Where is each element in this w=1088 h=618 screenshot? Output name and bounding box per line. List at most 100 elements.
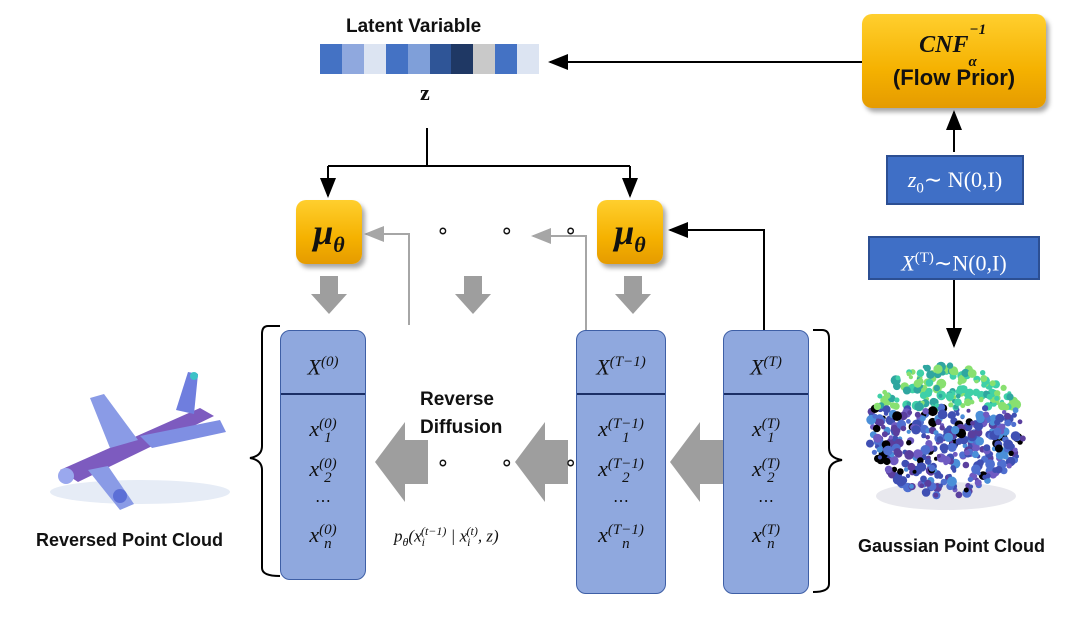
latent-cell xyxy=(429,44,452,74)
cloud-point xyxy=(957,380,963,386)
row-x: x xyxy=(309,456,320,481)
latent-cell xyxy=(451,44,474,74)
cloud-point xyxy=(927,406,938,417)
xT-dist: ∼N(0,I) xyxy=(933,250,1007,276)
cloud-point xyxy=(920,445,931,455)
cloud-point xyxy=(967,476,974,483)
cloud-point xyxy=(919,483,925,489)
col-row-2: x(T)2 xyxy=(724,449,808,489)
row-x: x xyxy=(309,416,320,441)
cloud-point xyxy=(922,408,929,415)
f-t: (t) xyxy=(466,524,478,538)
cloud-point xyxy=(913,449,923,459)
cloud-point xyxy=(923,364,931,372)
cloud-point xyxy=(925,435,930,440)
cloud-point xyxy=(925,387,933,395)
cloud-point xyxy=(971,450,979,459)
cloud-point xyxy=(912,469,917,474)
cloud-point xyxy=(911,425,921,435)
cloud-point xyxy=(955,491,963,499)
arrow-xT-to-mu-right xyxy=(668,222,765,330)
row-sub: n xyxy=(622,535,630,552)
latent-cell xyxy=(473,44,496,74)
cnf-base: CNF xyxy=(919,32,969,58)
cloud-point xyxy=(1002,410,1007,415)
cloud-point xyxy=(881,424,886,430)
cloud-point xyxy=(946,476,957,487)
cloud-point xyxy=(893,382,901,391)
cloud-point xyxy=(982,411,990,418)
latent-cell xyxy=(517,44,540,74)
cloud-point xyxy=(902,386,911,395)
cloud-point xyxy=(962,461,970,469)
cloud-point xyxy=(906,401,912,407)
left-bracket xyxy=(249,325,281,577)
row-sup: (0) xyxy=(319,455,337,472)
down-arrow-right xyxy=(615,276,651,314)
cloud-point xyxy=(928,464,936,472)
big-left-arrow-1 xyxy=(375,422,428,502)
cloud-point xyxy=(1006,393,1014,401)
latent-vector xyxy=(320,44,540,74)
column-header: X(0) xyxy=(281,331,365,395)
row-sup: (0) xyxy=(319,521,337,538)
col-row-2: x(0)2 xyxy=(281,449,365,489)
cloud-point xyxy=(897,468,904,475)
row-sup: (T) xyxy=(761,415,781,432)
cloud-point xyxy=(933,364,943,374)
mu-symbol: μθ xyxy=(614,212,645,257)
cloud-point xyxy=(948,402,954,408)
col-row-n: x(T)n xyxy=(724,515,808,555)
cloud-point xyxy=(969,399,975,405)
cloud-point xyxy=(971,464,981,475)
xT-sup: (T) xyxy=(914,250,934,266)
cloud-point xyxy=(925,379,934,387)
cloud-point xyxy=(938,393,943,398)
cloud-point xyxy=(883,392,891,399)
cloud-point xyxy=(881,431,888,438)
cloud-point xyxy=(998,401,1007,411)
cloud-point xyxy=(994,419,1001,426)
cloud-point xyxy=(992,467,998,474)
col-row-n: x(T−1)n xyxy=(577,515,665,555)
cloud-point xyxy=(952,451,958,457)
cloud-point xyxy=(976,414,985,424)
cloud-point xyxy=(943,432,954,442)
row-sup: (0) xyxy=(319,415,337,432)
cnf-subtitle: (Flow Prior) xyxy=(892,64,1016,90)
cloud-point xyxy=(904,450,914,460)
cloud-point xyxy=(989,380,996,387)
z0-sub: 0 xyxy=(916,180,924,197)
col-sup: (T−1) xyxy=(609,354,646,370)
cloud-point xyxy=(890,424,898,432)
cloud-point xyxy=(974,375,979,381)
cloud-point xyxy=(940,478,948,486)
z0-var: z xyxy=(907,167,917,192)
cloud-point xyxy=(877,419,885,427)
cloud-point xyxy=(916,369,925,378)
big-left-arrow-2 xyxy=(515,422,568,502)
column-x0: X(0) x(0)1 x(0)2 ⋯ x(0)n xyxy=(280,330,366,580)
cloud-point xyxy=(1010,431,1021,441)
cloud-point xyxy=(983,444,991,452)
z0-dist: ∼ N(0,I) xyxy=(923,167,1003,192)
row-x: x xyxy=(751,456,762,481)
cloud-point xyxy=(945,392,954,401)
f-x1: x xyxy=(414,526,422,546)
cloud-point xyxy=(936,454,941,458)
col-sup: (T) xyxy=(763,354,782,370)
cloud-point xyxy=(913,379,922,388)
cloud-point xyxy=(909,484,914,489)
cloud-point xyxy=(1006,463,1012,469)
reverse-diffusion-label: Reverse Diffusion xyxy=(420,386,502,442)
cloud-point xyxy=(921,488,931,497)
cloud-point xyxy=(975,436,984,446)
cloud-point xyxy=(924,479,932,487)
mu-theta-right: μθ xyxy=(597,200,663,264)
row-sub: 1 xyxy=(767,429,775,446)
cloud-point xyxy=(939,425,945,431)
f-p: p xyxy=(394,526,403,546)
col-sup: (0) xyxy=(320,354,339,370)
cloud-point xyxy=(906,440,912,446)
